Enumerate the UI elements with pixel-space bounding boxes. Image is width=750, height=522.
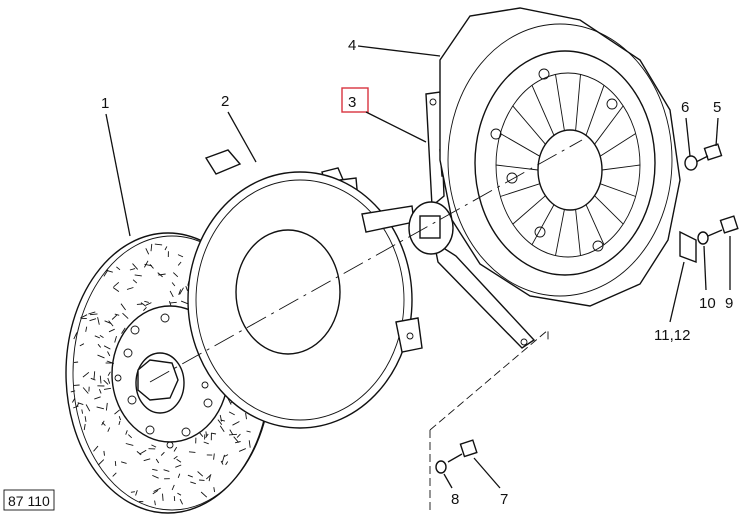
clutch-cover[interactable] <box>439 7 681 307</box>
callout-8: 8 <box>443 473 459 508</box>
svg-text:8: 8 <box>451 491 459 508</box>
svg-text:10: 10 <box>699 295 716 312</box>
callout-5: 5 <box>713 99 721 147</box>
svg-text:11,12: 11,12 <box>654 327 690 344</box>
shim-11-12[interactable] <box>679 230 697 264</box>
washer-8[interactable] <box>435 460 447 474</box>
svg-text:87 110: 87 110 <box>8 493 50 509</box>
callout-1: 1 <box>101 95 131 237</box>
callout-9: 9 <box>725 236 733 312</box>
callout-3: 3 <box>341 87 427 143</box>
callout-11-12: 11,12 <box>654 261 690 344</box>
svg-text:7: 7 <box>500 491 508 508</box>
svg-text:4: 4 <box>348 37 356 54</box>
bolt-7[interactable] <box>447 439 478 463</box>
svg-text:5: 5 <box>713 99 721 116</box>
assembly-axis <box>149 139 583 512</box>
bolt-9[interactable] <box>707 215 739 237</box>
svg-text:2: 2 <box>221 93 229 110</box>
svg-text:6: 6 <box>681 99 689 116</box>
washer-10[interactable] <box>697 231 709 245</box>
svg-text:3: 3 <box>348 94 356 111</box>
pressure-plate[interactable] <box>187 149 423 429</box>
svg-text:9: 9 <box>725 295 733 312</box>
svg-text:1: 1 <box>101 95 109 112</box>
highlight-box <box>341 87 369 113</box>
callout-4: 4 <box>348 37 441 57</box>
bolt-5[interactable] <box>695 143 723 163</box>
washer-6[interactable] <box>684 155 698 171</box>
callout-10: 10 <box>699 245 716 312</box>
callout-2: 2 <box>221 93 257 163</box>
diagram-code: 87 110 <box>3 489 55 511</box>
callout-6: 6 <box>681 99 691 157</box>
callout-7: 7 <box>473 457 508 508</box>
